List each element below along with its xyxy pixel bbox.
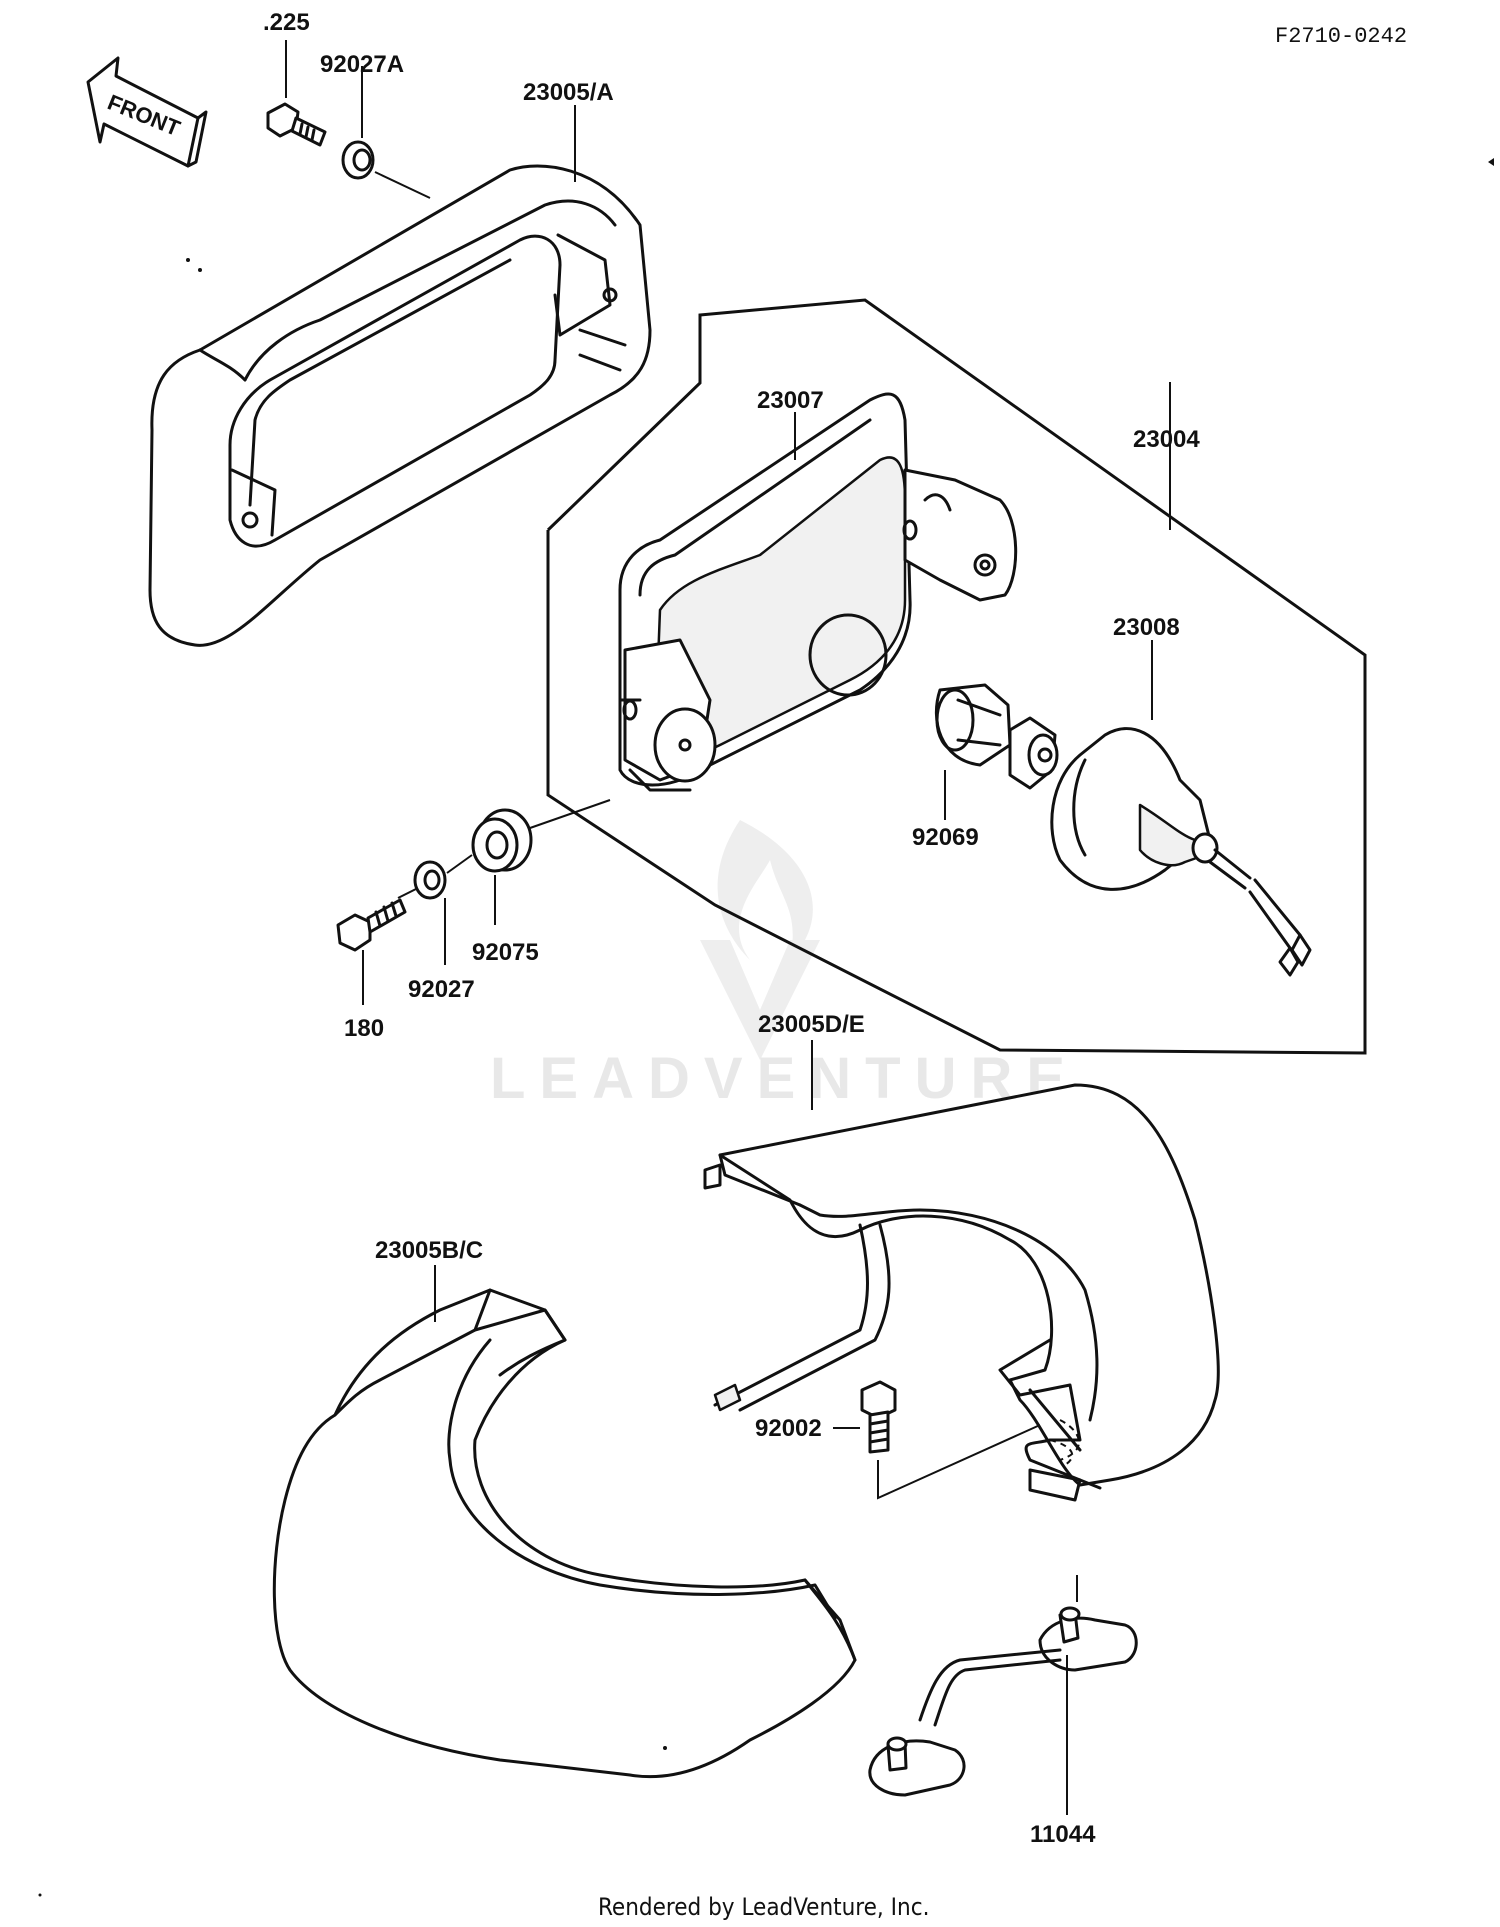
diagram-code: F2710-0242 bbox=[1275, 24, 1407, 49]
label-23004: 23004 bbox=[1133, 426, 1200, 453]
front-arrow-icon: FRONT bbox=[86, 56, 208, 168]
label-11044: 11044 bbox=[1030, 1821, 1096, 1848]
label-23008: 23008 bbox=[1113, 614, 1180, 641]
bolt-225 bbox=[266, 102, 327, 147]
grommet-92075 bbox=[471, 808, 533, 873]
headlight-body-23007 bbox=[618, 392, 1018, 792]
watermark-text: LEADVENTURE bbox=[490, 1046, 1079, 1111]
screw-92002 bbox=[860, 1380, 897, 1454]
label-92002: 92002 bbox=[755, 1415, 822, 1442]
assembly-bracket-23004 bbox=[546, 298, 1367, 1055]
footer-credit: Rendered by LeadVenture, Inc. bbox=[598, 1893, 929, 1921]
bracket-11044 bbox=[868, 1606, 1138, 1797]
socket-23008 bbox=[1050, 727, 1312, 977]
screw-180 bbox=[336, 898, 407, 952]
label-180: 180 bbox=[344, 1015, 384, 1042]
cover-23005BC bbox=[272, 1288, 857, 1779]
part-labels: .225 92027A 23005/A 23007 23004 23008 92… bbox=[263, 9, 1200, 1848]
watermark-logo-icon bbox=[717, 820, 813, 960]
bulb-92069 bbox=[934, 683, 1059, 790]
label-92069: 92069 bbox=[912, 824, 979, 851]
label-92075: 92075 bbox=[472, 939, 539, 966]
label-92027A: 92027A bbox=[320, 51, 404, 78]
washer-92027 bbox=[413, 860, 447, 900]
label-23005DE: 23005D/E bbox=[758, 1011, 865, 1038]
label-23005BC: 23005B/C bbox=[375, 1237, 483, 1264]
watermark-v-icon bbox=[700, 940, 820, 1060]
label-23007: 23007 bbox=[757, 387, 824, 414]
headlight-frame-23005A bbox=[148, 164, 652, 647]
label-225: .225 bbox=[263, 9, 310, 36]
washer-92027A bbox=[341, 140, 375, 180]
cover-23005DE bbox=[703, 1083, 1220, 1502]
label-23005A: 23005/A bbox=[523, 79, 614, 106]
label-92027: 92027 bbox=[408, 976, 475, 1003]
watermark: LEADVENTURE bbox=[490, 820, 1079, 1111]
leader-lines bbox=[285, 40, 1171, 1815]
